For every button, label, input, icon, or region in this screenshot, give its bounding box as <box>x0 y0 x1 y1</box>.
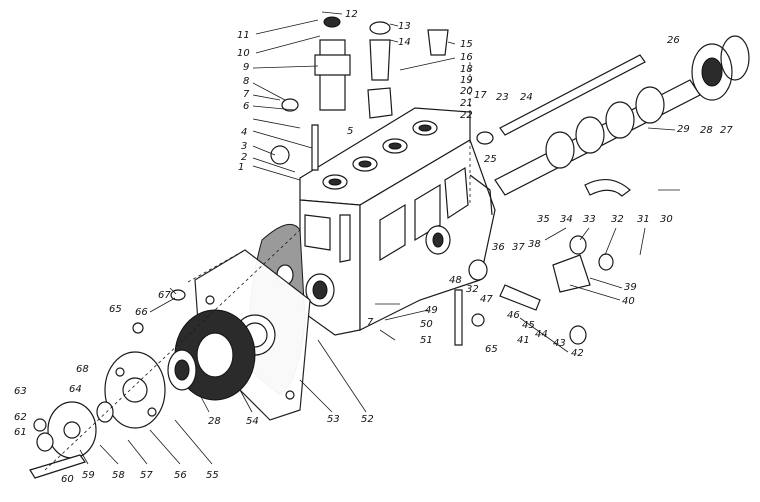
part-label-29: 29 <box>677 124 690 135</box>
part-label-62: 62 <box>14 412 27 423</box>
part-label-32b: 32 <box>466 284 479 295</box>
part-label-4: 4 <box>241 127 247 138</box>
part-label-36: 36 <box>492 242 505 253</box>
part-label-7: 7 <box>243 89 250 100</box>
part-label-30: 30 <box>660 214 673 225</box>
part-label-11: 11 <box>237 30 250 41</box>
part-label-60: 60 <box>61 474 74 485</box>
part-label-27: 27 <box>720 125 733 136</box>
mounting-flange <box>194 223 311 421</box>
part-label-37: 37 <box>512 242 525 253</box>
part-label-3: 3 <box>241 141 247 152</box>
part-label-44: 44 <box>535 329 548 340</box>
part-label-33: 33 <box>583 214 596 225</box>
part-label-56: 56 <box>174 470 187 481</box>
part-label-9: 9 <box>243 62 249 73</box>
part-label-26: 26 <box>667 35 680 46</box>
alignment-lines <box>44 62 471 471</box>
part-label-22: 22 <box>460 110 473 121</box>
part-label-39: 39 <box>624 282 637 293</box>
part-label-61: 61 <box>14 427 27 438</box>
part-label-16: 16 <box>460 52 473 63</box>
part-label-7b: 7 <box>367 317 374 328</box>
part-label-51: 51 <box>420 335 433 346</box>
part-label-63: 63 <box>14 386 27 397</box>
part-labels: 1 2 3 4 5 6 7 8 9 10 11 12 13 14 15 16 1… <box>14 9 733 485</box>
part-label-18: 18 <box>460 64 473 75</box>
part-label-32: 32 <box>611 214 624 225</box>
pump-housing <box>299 107 496 336</box>
part-label-10: 10 <box>237 48 250 59</box>
part-label-2: 2 <box>241 152 247 163</box>
part-label-28: 28 <box>700 125 713 136</box>
part-label-57: 57 <box>140 470 153 481</box>
part-label-59: 59 <box>82 470 95 481</box>
part-label-52: 52 <box>361 414 374 425</box>
part-label-17: 17 <box>474 90 487 101</box>
part-label-6: 6 <box>243 101 249 112</box>
part-label-49: 49 <box>425 305 438 316</box>
part-label-43: 43 <box>553 338 566 349</box>
part-label-23: 23 <box>496 92 509 103</box>
part-label-46: 46 <box>507 310 520 321</box>
part-label-65a: 65 <box>109 304 122 315</box>
part-label-5: 5 <box>347 126 353 137</box>
part-label-8: 8 <box>243 76 249 87</box>
part-label-58: 58 <box>112 470 125 481</box>
part-label-50: 50 <box>420 319 433 330</box>
part-label-45: 45 <box>522 320 535 331</box>
part-label-66: 66 <box>135 307 148 318</box>
camshaft <box>476 35 750 196</box>
part-label-40: 40 <box>622 296 635 307</box>
part-label-48: 48 <box>449 275 462 286</box>
part-label-28b: 28 <box>208 416 221 427</box>
part-label-64: 64 <box>69 384 82 395</box>
part-label-13: 13 <box>398 21 411 32</box>
part-label-54: 54 <box>246 416 259 427</box>
part-label-21: 21 <box>460 98 473 109</box>
part-label-35: 35 <box>537 214 550 225</box>
part-label-24: 24 <box>520 92 533 103</box>
part-label-55: 55 <box>206 470 219 481</box>
part-label-14: 14 <box>398 37 411 48</box>
part-label-12: 12 <box>345 9 358 20</box>
part-label-15: 15 <box>460 39 473 50</box>
part-label-53: 53 <box>327 414 340 425</box>
part-label-67: 67 <box>158 290 171 301</box>
part-label-34: 34 <box>560 214 573 225</box>
part-label-20: 20 <box>460 86 473 97</box>
part-label-19: 19 <box>460 75 473 86</box>
leader-lines <box>79 11 680 465</box>
part-label-31: 31 <box>637 214 650 225</box>
part-label-38: 38 <box>528 239 541 250</box>
part-label-25: 25 <box>484 154 497 165</box>
part-label-47: 47 <box>480 294 493 305</box>
part-label-68: 68 <box>76 364 89 375</box>
plunger-assembly <box>270 16 449 171</box>
part-label-65b: 65 <box>485 344 498 355</box>
part-label-1: 1 <box>238 162 244 173</box>
part-label-42: 42 <box>571 348 584 359</box>
part-label-41: 41 <box>517 335 530 346</box>
